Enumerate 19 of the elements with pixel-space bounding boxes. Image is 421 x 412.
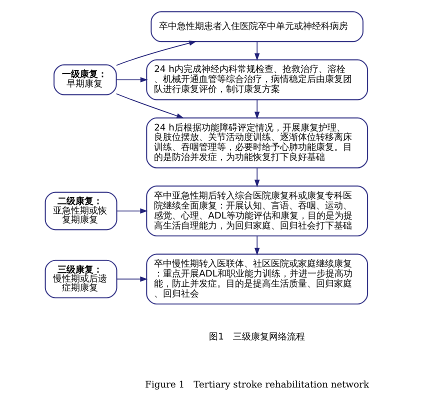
node-box: 卒中急性期患者入住医院卒中单元或神经科病房 [150, 11, 364, 42]
arrow [254, 168, 260, 188]
arrow [254, 41, 260, 61]
node-box: 一级康复： 早期康复 [53, 64, 116, 96]
node-box: 24 h后根据功能障碍评定情况，开展康复护理、良肢位摆放、关节活动度训练、逐渐体位转移离床训练、吞咽管理等，必要时给予心肺功能康复。目的是防治并发症，为功能恢复打下良好基础 [146, 117, 368, 168]
arrow [116, 40, 196, 66]
arrow [254, 99, 260, 120]
node-box: 三级康复： 慢性期或后遗症期康复 [44, 260, 117, 298]
label: 图1 三级康复网络流程 [208, 332, 304, 343]
node-box: 24 h内完成神经内科常规检查、抢救治疗、溶栓、机械开通血管等综合治疗，病情稳定后由康复团队进行康复评价，制订康复方案 [146, 59, 368, 100]
arrow [254, 236, 260, 256]
arrow [115, 93, 184, 118]
arrow [116, 208, 148, 214]
label: Figure 1 Tertiary stroke rehabilitation network [144, 380, 369, 391]
node-box: 卒中慢性期转入医联体、社区医院或家庭继续康复：重点开展ADL和职业能力训练，并进一步提高功能，防止并发症。目的是提高生活质量、回归家庭、回归社会 [146, 254, 368, 305]
node-box: 卒中亚急性期后转入综合医院康复科或康复专科医院继续全面康复：开展认知、言语、吞咽、运动、感觉、心理、ADL等功能评估和康复，目的是为提高生活自理能力，为回归家庭、回归社会打下基础 [146, 186, 368, 236]
arrow [116, 77, 148, 82]
node-box: 二级康复： 亚急性期或恢复期康复 [44, 192, 117, 230]
arrow [116, 276, 148, 282]
